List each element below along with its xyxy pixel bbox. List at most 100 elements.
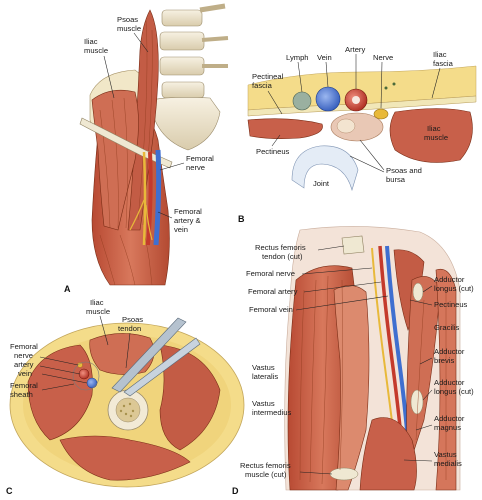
- label-c-ptendon-line-1: Psoas: [122, 315, 143, 324]
- label-a-femoral-artery-vein: Femoral artery & vein: [174, 207, 204, 234]
- panel-a: Psoas muscle Iliac muscle Femoral nerve …: [64, 3, 229, 294]
- label-a-psoas-muscle: Psoas muscle: [117, 15, 141, 33]
- label-d-vint-line-1: Vastus: [252, 399, 275, 408]
- panel-d-vastus-medialis: [359, 417, 417, 491]
- panel-letter-a: A: [64, 284, 71, 294]
- label-a-fav-line-1: Femoral: [174, 207, 202, 216]
- label-c-ptendon-line-2: tendon: [118, 324, 141, 333]
- label-b-pbursa-line-2: bursa: [386, 175, 406, 184]
- panel-a-psoas-muscle: [127, 9, 159, 231]
- label-d-vint-line-2: intermedius: [252, 408, 291, 417]
- label-d-rtendon-line-2: tendon (cut): [262, 252, 303, 261]
- label-d-adbrev-line-2: brevis: [434, 356, 454, 365]
- label-b-imuscle-line-1: Iliac: [427, 124, 441, 133]
- label-a-psoas-line-1: Psoas: [117, 15, 138, 24]
- label-d-rmuscle-line-1: Rectus femoris: [240, 461, 291, 470]
- label-d-adbrev-line-1: Adductor: [434, 347, 465, 356]
- label-d-rtendon-line-1: Rectus femoris: [255, 243, 306, 252]
- label-d-vmed-line-2: medialis: [434, 459, 462, 468]
- label-d-adductor-brevis: Adductor brevis: [434, 347, 467, 365]
- label-c-femoral-nav: Femoral nerve artery vein: [10, 342, 40, 378]
- label-a-iliac-muscle: Iliac muscle: [84, 37, 108, 55]
- panel-d-rectus-tendon: [341, 235, 365, 255]
- label-d-vmed-line-1: Vastus: [434, 450, 457, 459]
- label-d-adlong2-line-2: longus (cut): [434, 387, 474, 396]
- label-b-pfascia-line-2: fascia: [252, 81, 273, 90]
- label-b-lymph: Lymph: [286, 53, 309, 62]
- label-d-admag-line-2: magnus: [434, 423, 461, 432]
- label-d-femoral-vein: Femoral vein: [249, 305, 293, 314]
- label-b-iliac-fascia: Iliac fascia: [433, 50, 454, 68]
- label-c-iliac-muscle: Iliac muscle: [86, 298, 110, 316]
- panel-b-vein: [315, 86, 341, 112]
- label-b-vein: Vein: [317, 53, 332, 62]
- panel-d: Rectus femoris tendon (cut) Femoral nerv…: [232, 226, 474, 496]
- label-d-femoral-artery: Femoral artery: [248, 287, 298, 296]
- label-b-joint: Joint: [313, 179, 330, 188]
- label-d-rectus-tendon: Rectus femoris tendon (cut): [255, 243, 308, 261]
- label-d-adductor-longus-top: Adductor longus (cut): [434, 275, 474, 293]
- label-b-artery: Artery: [345, 45, 365, 54]
- label-a-psoas-line-2: muscle: [117, 24, 141, 33]
- panel-a-femoral-nerve: [142, 151, 147, 246]
- label-c-fsheath-line-1: Femoral: [10, 381, 38, 390]
- panel-a-spine: [151, 3, 229, 151]
- label-c-fsheath-line-2: sheath: [10, 390, 33, 399]
- label-b-pectineus: Pectineus: [256, 147, 290, 156]
- panel-d-fibres: [299, 275, 447, 485]
- label-b-nerve: Nerve: [373, 53, 393, 62]
- label-d-femoral-nerve: Femoral nerve: [246, 269, 295, 278]
- label-d-vastus-lateralis: Vastus lateralis: [252, 363, 278, 381]
- label-d-adlong1-line-2: longus (cut): [434, 284, 474, 293]
- panel-c-femoral-vein: [86, 377, 98, 389]
- panel-c-muscle-posterior: [59, 435, 191, 481]
- panel-c-retractor-2: [123, 337, 201, 397]
- panel-c: Iliac muscle Psoas tendon Femoral nerve …: [6, 298, 245, 496]
- label-a-fnerve-line-2: nerve: [186, 163, 205, 172]
- label-d-admag-line-1: Adductor: [434, 414, 465, 423]
- label-c-psoas-tendon: Psoas tendon: [118, 315, 145, 333]
- label-c-fnav-line-4: vein: [18, 369, 32, 378]
- label-d-rectus-muscle: Rectus femoris muscle (cut): [240, 461, 293, 479]
- label-c-fnav-line-3: artery: [14, 360, 34, 369]
- label-d-adductor-magnus: Adductor magnus: [434, 414, 467, 432]
- panel-letter-c: C: [6, 486, 13, 496]
- label-a-femoral-nerve: Femoral nerve: [186, 154, 216, 172]
- label-c-fnav-line-1: Femoral: [10, 342, 38, 351]
- panel-b-iliac-muscle: [389, 108, 473, 163]
- panel-c-femoral-artery: [78, 368, 90, 380]
- label-d-rmuscle-line-2: muscle (cut): [245, 470, 287, 479]
- panel-b: Lymph Vein Artery Nerve Iliac fascia Pec…: [238, 45, 477, 224]
- label-d-pectineus: Pectineus: [434, 300, 468, 309]
- label-a-fnerve-line-1: Femoral: [186, 154, 214, 163]
- panel-a-femoral-vein: [153, 149, 162, 246]
- panel-d-adductor-longus-cut-mid: [410, 389, 424, 415]
- label-b-iliac-muscle: Iliac muscle: [424, 124, 448, 142]
- label-d-vlat-line-2: lateralis: [252, 372, 278, 381]
- panel-b-joint: [291, 145, 359, 192]
- label-b-pfascia-line-1: Pectineal: [252, 72, 284, 81]
- panel-c-retractor-1: [111, 317, 187, 393]
- label-c-fnav-line-2: nerve: [14, 351, 33, 360]
- label-d-vastus-medialis: Vastus medialis: [434, 450, 462, 468]
- label-d-gracilis: Gracilis: [434, 323, 460, 332]
- label-b-ifascia-line-2: fascia: [433, 59, 454, 68]
- label-a-fav-line-2: artery &: [174, 216, 201, 225]
- panel-d-rectus-muscle-cut: [329, 467, 359, 481]
- label-d-adductor-longus-mid: Adductor longus (cut): [434, 378, 474, 396]
- label-b-pbursa-line-1: Psoas and: [386, 166, 422, 175]
- panel-c-muscle-lateral: [27, 344, 93, 441]
- label-d-adlong1-line-1: Adductor: [434, 275, 465, 284]
- label-c-imuscle-line-1: Iliac: [90, 298, 104, 307]
- label-d-vlat-line-1: Vastus: [252, 363, 275, 372]
- panel-b-pectineus: [247, 118, 323, 139]
- label-a-fav-line-3: vein: [174, 225, 188, 234]
- label-d-adlong2-line-1: Adductor: [434, 378, 465, 387]
- label-b-psoas-bursa: Psoas and bursa: [386, 166, 424, 184]
- label-a-iliac-line-1: Iliac: [84, 37, 98, 46]
- panel-letter-d: D: [232, 486, 239, 496]
- panel-a-iliac-muscle: [91, 89, 139, 231]
- label-b-imuscle-line-2: muscle: [424, 133, 448, 142]
- panel-b-nerve: [373, 108, 389, 120]
